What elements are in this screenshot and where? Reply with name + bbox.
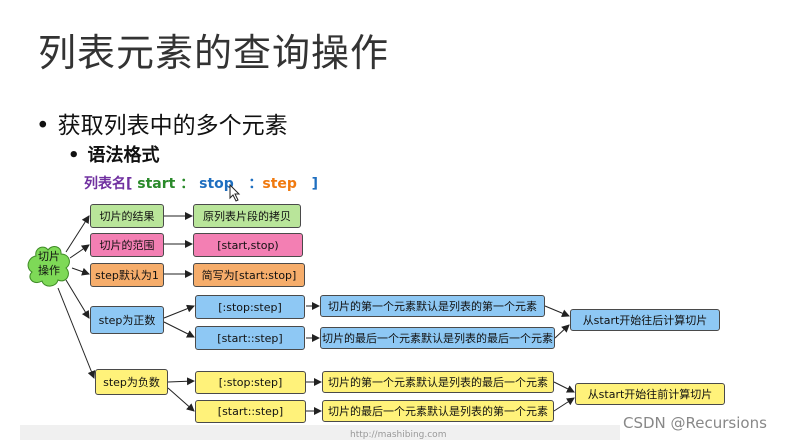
syntax-colon-2: ：	[248, 176, 263, 192]
bullet-level1: • 获取列表中的多个元素	[36, 106, 288, 140]
bottom-strip	[20, 425, 620, 440]
negative-form-stop-step: [:stop:step]	[195, 371, 306, 394]
cloud-icon	[27, 246, 70, 287]
root-line-1: 切片	[38, 250, 60, 263]
syntax-start: start	[137, 176, 176, 192]
syntax-step: step	[262, 176, 297, 192]
bullet-dot: •	[68, 145, 80, 166]
footer-url: http://mashibing.com	[350, 430, 447, 440]
slide-title: 列表元素的查询操作	[38, 31, 390, 75]
csdn-watermark: CSDN @Recursions	[623, 414, 767, 432]
result-range: [start,stop)	[193, 233, 303, 257]
branch-slice-range: 切片的范围	[90, 233, 164, 257]
negative-note-first: 切片的第一个元素默认是列表的最后一个元素	[322, 371, 554, 393]
bullet-dot: •	[36, 113, 50, 139]
positive-note-first: 切片的第一个元素默认是列表的第一个元素	[320, 295, 545, 317]
result-shorthand: 简写为[start:stop]	[193, 263, 305, 287]
positive-form-stop-step: [:stop:step]	[195, 295, 305, 319]
syntax-close: ]	[311, 176, 318, 192]
branch-slice-result: 切片的结果	[90, 204, 164, 228]
negative-form-start-step: [start::step]	[195, 400, 306, 423]
positive-form-start-step: [start::step]	[195, 326, 305, 350]
positive-note-last: 切片的最后一个元素默认是列表的最后一个元素	[320, 327, 555, 349]
root-line-2: 操作	[38, 264, 60, 277]
branch-step-default: step默认为1	[90, 263, 164, 287]
syntax-stop: stop	[199, 176, 234, 192]
negative-summary: 从start开始往前计算切片	[575, 383, 725, 405]
result-copy-of-list: 原列表片段的拷贝	[193, 204, 301, 228]
syntax-colon-1: ：	[180, 176, 195, 192]
bullet1-text: 获取列表中的多个元素	[57, 113, 288, 139]
mouse-cursor-icon	[229, 184, 241, 202]
slice-syntax: 列表名[ start ： stop ：step ]	[84, 173, 318, 193]
branch-step-positive: step为正数	[90, 306, 164, 334]
mindmap-root-label: 切片 操作	[26, 250, 72, 278]
negative-note-last: 切片的最后一个元素默认是列表的第一个元素	[322, 400, 554, 422]
bullet2-text: 语法格式	[87, 145, 160, 166]
syntax-list-name: 列表名[	[84, 176, 133, 192]
positive-summary: 从start开始往后计算切片	[570, 309, 720, 331]
branch-step-negative: step为负数	[95, 369, 168, 395]
mindmap-root-cloud: 切片 操作	[26, 244, 72, 288]
bullet-level2: • 语法格式	[68, 141, 160, 167]
